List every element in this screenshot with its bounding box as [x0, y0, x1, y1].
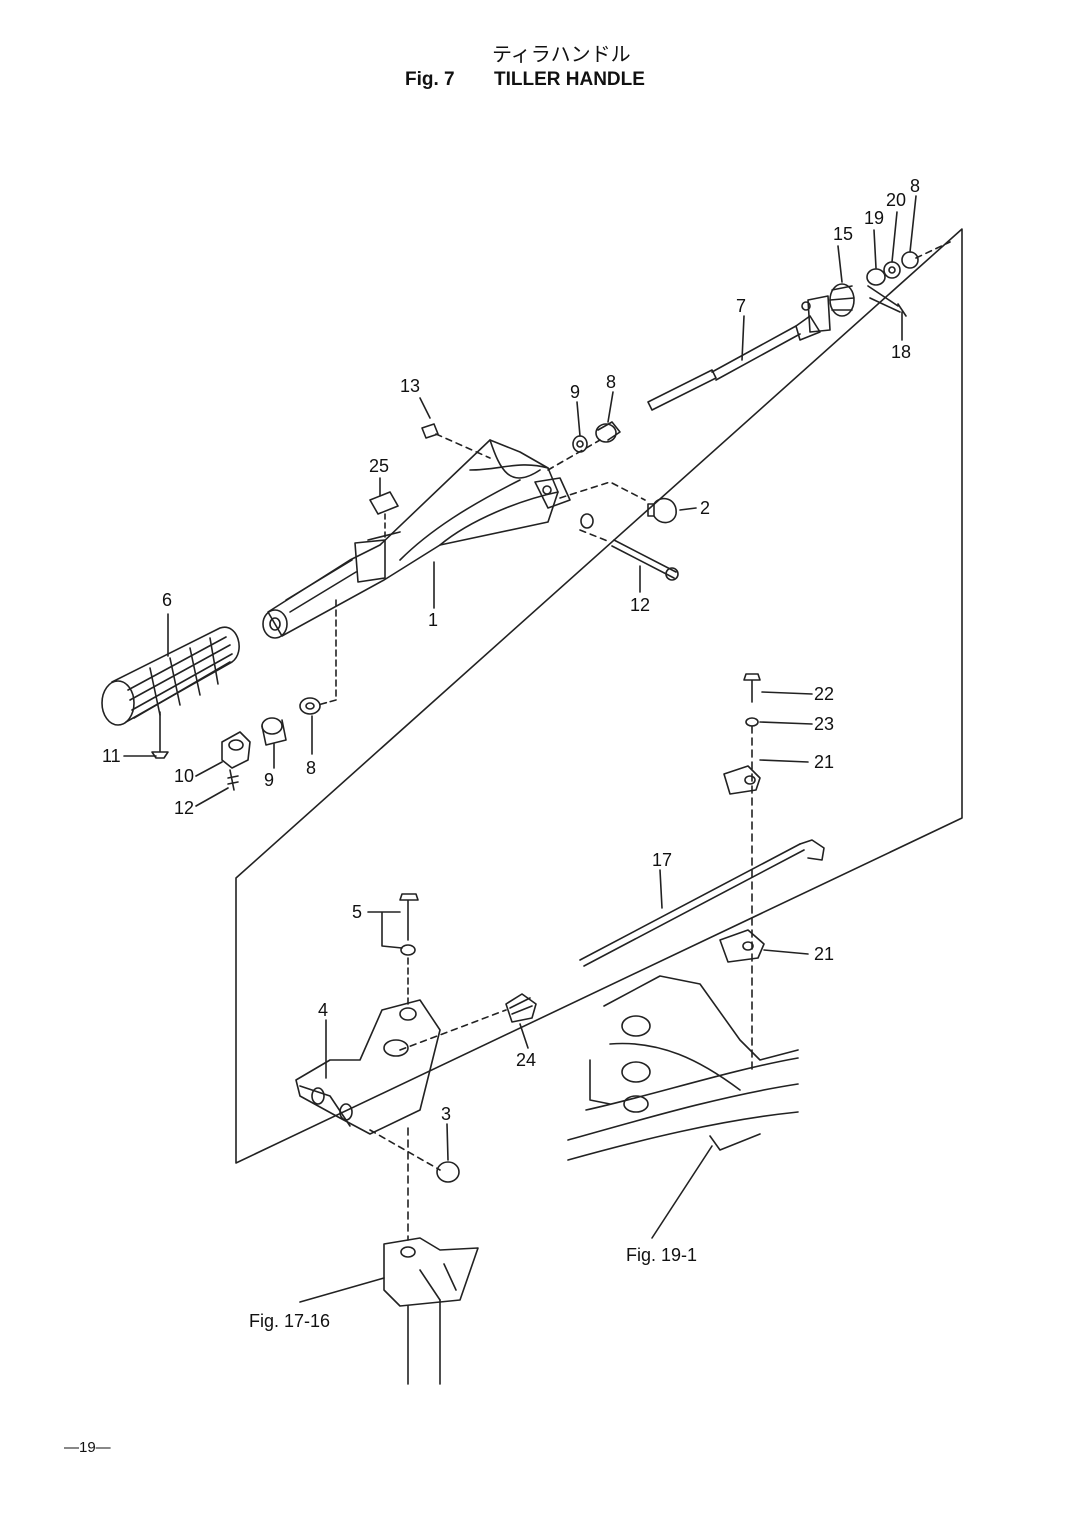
part-number: 20	[886, 190, 906, 210]
figure-number: Fig. 7	[405, 69, 455, 90]
rubber-boot-24	[505, 993, 537, 1023]
gear-17	[829, 283, 855, 317]
part-number: 12	[630, 595, 650, 615]
part-number: 15	[833, 224, 853, 244]
bushing-8-left	[299, 697, 321, 715]
reference-fig-17-16: Fig. 17-16	[249, 1311, 331, 1331]
spring-12	[227, 769, 239, 791]
tiller-handle-body	[262, 439, 571, 639]
reference-fig-19-1: Fig. 19-1	[626, 1245, 698, 1265]
clamp-21-upper	[723, 765, 761, 795]
figure-title: TILLER HANDLE	[494, 69, 645, 90]
washer-9	[572, 435, 588, 453]
swivel-bracket	[383, 1237, 479, 1385]
part-numbers: 13 9 8 25 7 15 19 20 8 18 2 12 1 6 11 10…	[102, 176, 920, 1124]
part-number: 5	[352, 902, 362, 922]
part-number: 10	[174, 766, 194, 786]
bolt-5	[399, 893, 419, 941]
nut-15	[421, 423, 439, 439]
part-number: 6	[162, 590, 172, 610]
label-plate-25	[369, 491, 399, 515]
tiller-bracket-4	[295, 999, 441, 1135]
washer-23	[745, 717, 759, 727]
throttle-grip	[101, 626, 240, 726]
part-number: 7	[736, 296, 746, 316]
bushing-8-top	[595, 421, 621, 443]
page-number: —19—	[64, 1439, 111, 1456]
part-number: 24	[516, 1050, 536, 1070]
washer-20	[883, 261, 901, 279]
stopper-11	[221, 731, 251, 769]
pin-18	[867, 285, 907, 317]
part-number: 1	[428, 610, 438, 630]
part-number: 21	[814, 944, 834, 964]
lower-cowling	[567, 975, 799, 1161]
part-number: 17	[652, 850, 672, 870]
part-number: 3	[441, 1104, 451, 1124]
part-number: 2	[700, 498, 710, 518]
washer-3	[436, 1161, 460, 1183]
part-number: 25	[369, 456, 389, 476]
part-number: 9	[570, 382, 580, 402]
bolt-22	[743, 673, 761, 703]
part-number: 13	[400, 376, 420, 396]
part-number: 22	[814, 684, 834, 704]
part-number: 19	[864, 208, 884, 228]
part-number: 12	[174, 798, 194, 818]
bolt-14	[611, 539, 679, 581]
part-number: 8	[306, 758, 316, 778]
part-number: 23	[814, 714, 834, 734]
part-number: 8	[606, 372, 616, 392]
part-number: 9	[264, 770, 274, 790]
title-japanese: ティラハンドル	[492, 42, 631, 66]
part-number: 11	[102, 746, 121, 766]
throttle-shaft-7	[647, 295, 831, 411]
bushing-8-right	[901, 251, 919, 269]
part-number: 8	[910, 176, 920, 196]
friction-knob-2	[647, 497, 677, 524]
collar-10	[261, 717, 287, 746]
link-rod-16	[579, 839, 825, 967]
part-number: 21	[814, 752, 834, 772]
clamp-21-lower	[719, 929, 765, 963]
part-number: 18	[891, 342, 911, 362]
part-number: 4	[318, 1000, 328, 1020]
frame-outline	[235, 228, 963, 1164]
collar-19	[866, 268, 886, 286]
